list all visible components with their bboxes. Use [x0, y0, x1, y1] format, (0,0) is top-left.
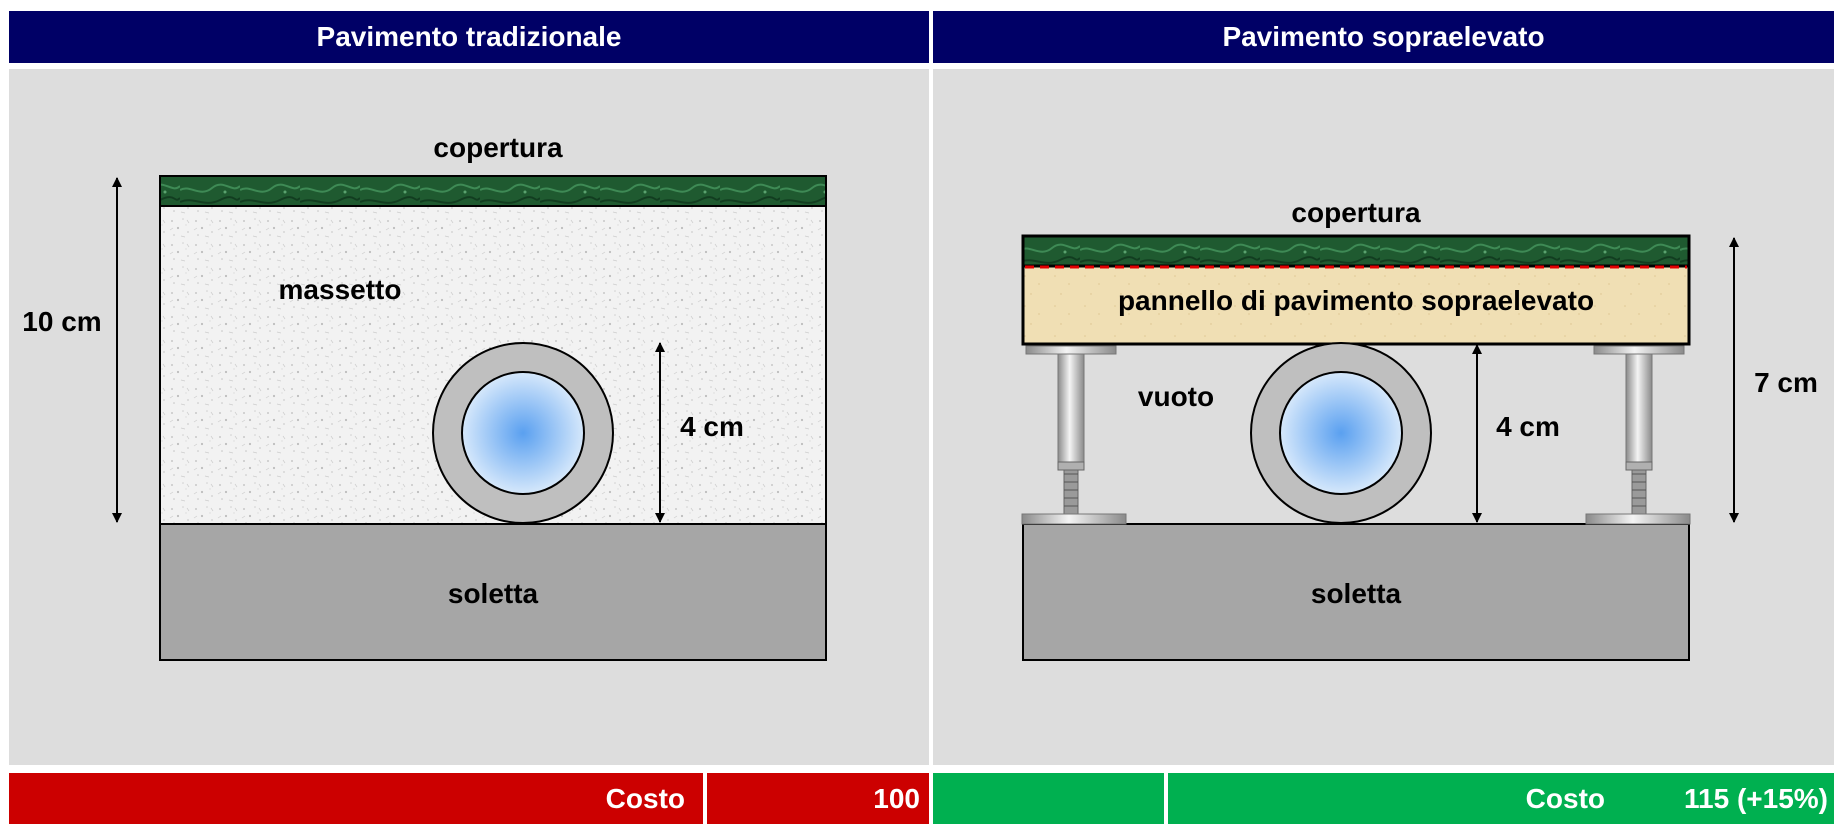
- right-cost-value-cell: 115 (+15%): [1168, 773, 1828, 824]
- right-cover-layer: [1021, 234, 1691, 268]
- left-title: Pavimento tradizionale: [316, 21, 622, 52]
- left-pipe-icon: [432, 342, 614, 524]
- left-cost-label-cell: Costo: [9, 773, 685, 824]
- left-diagram: copertura massetto soletta 10 cm 4 cm: [22, 132, 827, 661]
- right-header: Pavimento sopraelevato: [933, 11, 1834, 63]
- left-slab: [159, 523, 827, 661]
- right-pipe-icon: [1250, 342, 1432, 524]
- left-cover-layer: [159, 175, 827, 207]
- raised-panel-label: pannello di pavimento sopraelevato: [1118, 285, 1594, 316]
- right-slab: [1022, 523, 1690, 661]
- left-header: Pavimento tradizionale: [9, 11, 929, 63]
- left-cost-bar: Costo 100: [9, 773, 929, 824]
- left-cover-label: copertura: [433, 132, 563, 163]
- left-pedestal-icon: [1021, 345, 1127, 525]
- left-cost-value-cell: 100: [707, 773, 920, 824]
- left-total-height-label: 10 cm: [22, 306, 101, 337]
- right-pipe-height-label: 4 cm: [1496, 411, 1560, 442]
- right-cover-label: copertura: [1291, 197, 1421, 228]
- left-screed-label: massetto: [279, 274, 402, 305]
- left-cost-label: Costo: [605, 782, 685, 814]
- left-pipe-height-label: 4 cm: [680, 411, 744, 442]
- left-slab-label: soletta: [448, 578, 539, 609]
- right-slab-label: soletta: [1311, 578, 1402, 609]
- left-cost-value: 100: [873, 782, 920, 814]
- right-cost-value: 115 (+15%): [1684, 782, 1828, 814]
- right-cost-label: Costo: [1525, 782, 1605, 814]
- void-label: vuoto: [1138, 381, 1214, 412]
- right-total-height-label: 7 cm: [1754, 367, 1818, 398]
- left-cost-separator: [703, 773, 707, 824]
- right-pedestal-icon: [1585, 345, 1691, 525]
- right-cost-label-cell: Costo: [933, 773, 1605, 824]
- right-cost-separator: [1164, 773, 1168, 824]
- right-cost-bar: Costo 115 (+15%): [933, 773, 1834, 824]
- right-title: Pavimento sopraelevato: [1222, 21, 1545, 52]
- right-diagram: copertura pannello di pavimento sopraele…: [1021, 197, 1818, 661]
